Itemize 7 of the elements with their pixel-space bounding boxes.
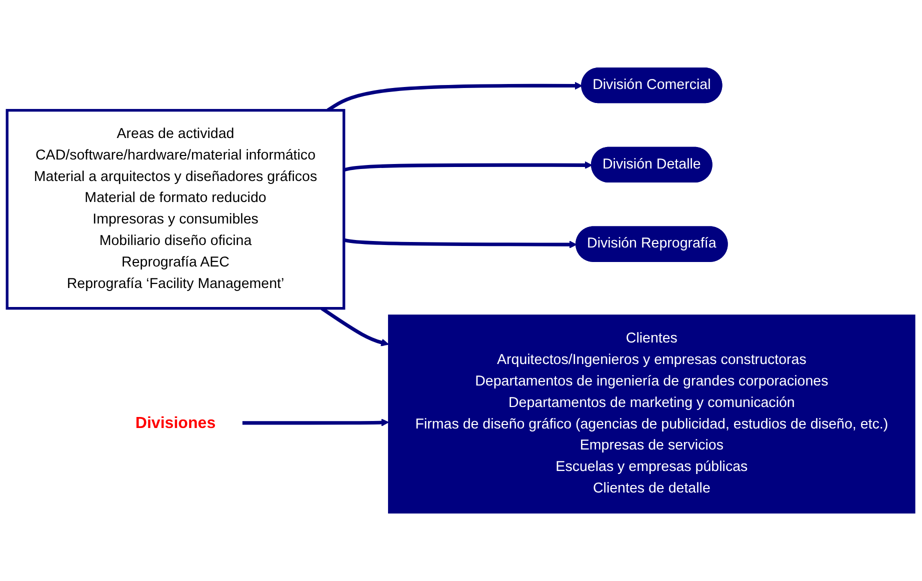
arrow xyxy=(344,238,577,248)
node-box xyxy=(388,314,916,514)
arrow xyxy=(242,418,389,426)
arrow xyxy=(343,161,592,172)
node-box xyxy=(6,108,346,310)
node-text: Divisiones xyxy=(135,414,216,432)
arrow xyxy=(326,82,582,112)
